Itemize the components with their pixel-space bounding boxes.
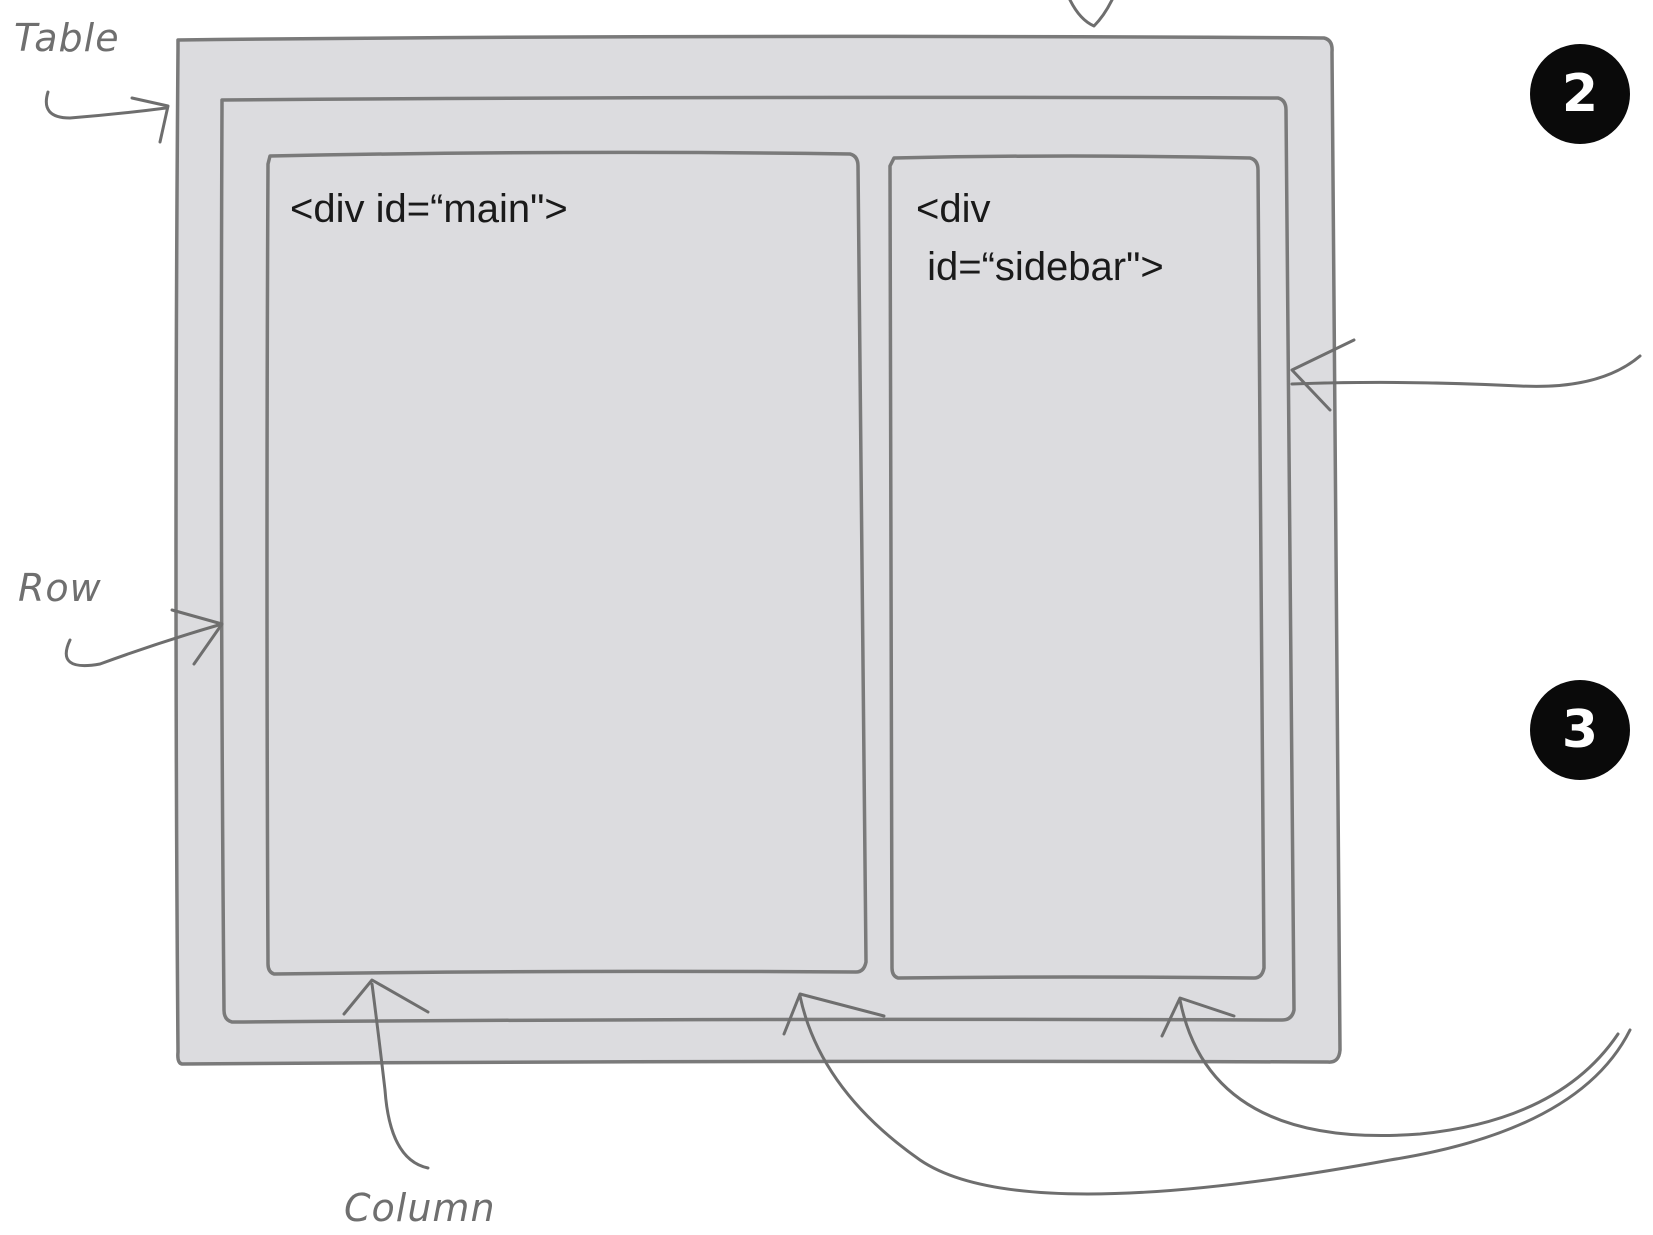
column-label: Column	[344, 1186, 496, 1230]
main-column-box	[265, 150, 868, 976]
step-marker-3: 3	[1530, 680, 1630, 780]
step-marker-2: 2	[1530, 44, 1630, 144]
sidebar-column-box	[888, 154, 1266, 980]
top-arrow-tip	[1068, 0, 1114, 28]
sidebar-div-code: <div id=“sidebar">	[916, 187, 1164, 289]
row-arrow	[64, 608, 224, 668]
column-arrow	[342, 978, 430, 1170]
main-div-code: <div id=“main">	[290, 187, 568, 231]
table-label: Table	[14, 16, 120, 60]
row-label: Row	[18, 566, 102, 610]
sidebar-side-arrow	[1290, 338, 1642, 412]
table-arrow	[44, 90, 170, 144]
bottom-curved-arrows	[782, 992, 1632, 1196]
row-box	[219, 95, 1296, 1024]
